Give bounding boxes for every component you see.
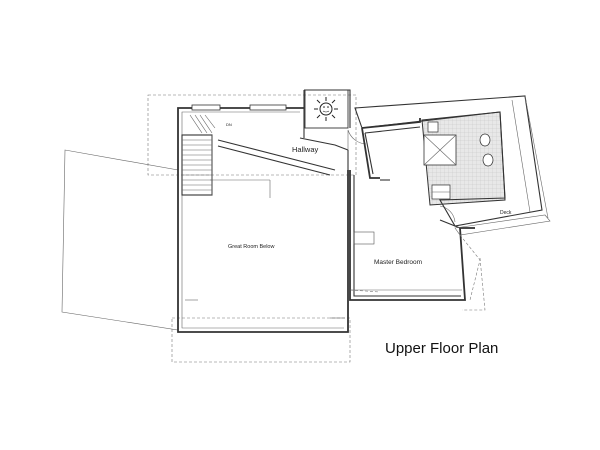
hallway-walls	[177, 89, 351, 198]
master-bedroom-label: Master Bedroom	[374, 259, 422, 266]
deck-outline	[354, 95, 551, 311]
hallway-label: Hallway	[292, 145, 319, 154]
lower-deck-outline	[61, 149, 179, 331]
sun-ornament-icon	[304, 89, 349, 129]
master-bedroom-walls	[349, 118, 475, 301]
deck-label: Deck	[500, 210, 512, 216]
great-room-walls	[177, 170, 349, 333]
stairs: DN	[181, 114, 232, 196]
stair-dn-label: DN	[226, 122, 232, 127]
bathroom	[421, 111, 506, 206]
great-room-label: Great Room Below	[228, 244, 274, 250]
plan-title: Upper Floor Plan	[385, 340, 498, 357]
